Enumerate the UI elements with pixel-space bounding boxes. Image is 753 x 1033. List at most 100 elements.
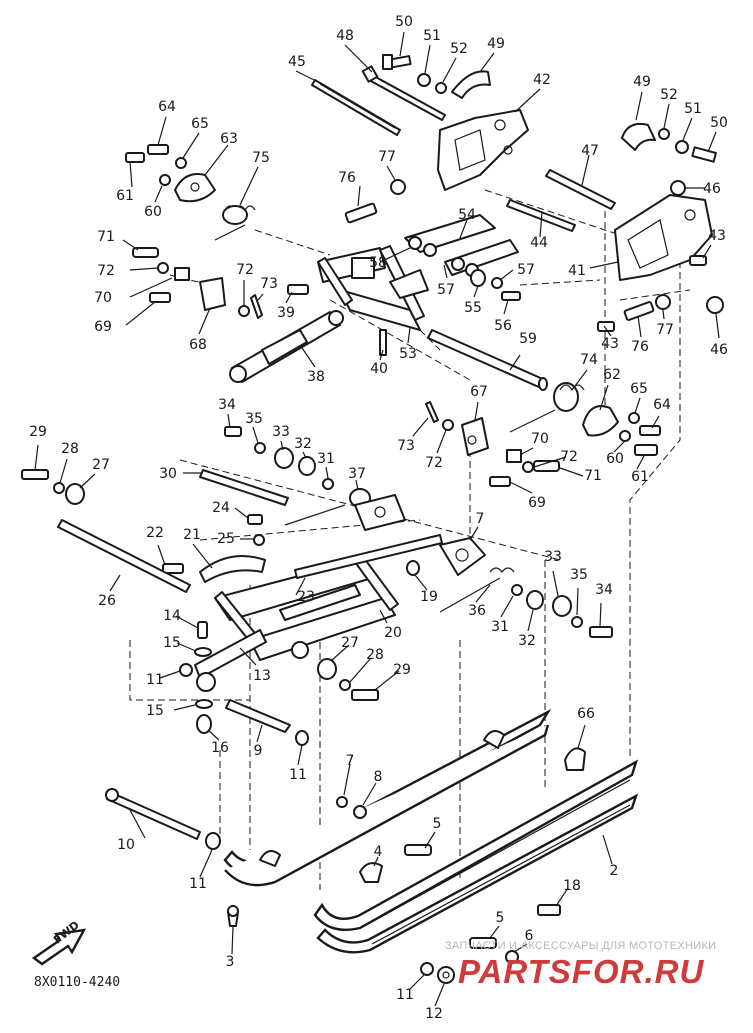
collar-33a <box>274 447 294 469</box>
washer-11d <box>420 962 434 976</box>
callout-34-right: 34 <box>595 582 613 598</box>
callout-35-right: 35 <box>570 567 588 583</box>
pin-73a <box>250 294 263 319</box>
front-arm-20 <box>214 557 399 661</box>
callout-16: 16 <box>211 740 229 756</box>
rocker-arm-frame <box>317 245 429 331</box>
callout-41: 41 <box>568 263 586 279</box>
rear-arm-bracket-41 <box>614 194 713 281</box>
callout-22: 22 <box>146 525 164 541</box>
bolt-61a <box>125 152 145 163</box>
callout-6: 6 <box>524 928 534 944</box>
callout-52-right: 52 <box>660 87 678 103</box>
callout-50-right: 50 <box>710 115 728 131</box>
callout-7: 7 <box>475 511 485 527</box>
callout-34: 34 <box>218 397 236 413</box>
stopper-49a <box>451 70 491 99</box>
bolt-50b <box>691 146 717 163</box>
bolt-24 <box>247 514 263 525</box>
callout-76-lower: 76 <box>631 339 649 355</box>
bolt-69a <box>149 292 171 303</box>
callout-75: 75 <box>252 150 270 166</box>
bolt-69b <box>489 476 511 487</box>
spindle-7a <box>439 537 486 576</box>
washer-31b <box>511 584 523 596</box>
collar-32a <box>298 456 316 476</box>
callout-43-lower: 43 <box>601 336 619 352</box>
callout-18: 18 <box>563 878 581 894</box>
front-link-13 <box>194 629 267 692</box>
callout-38: 38 <box>307 369 325 385</box>
washer-11b <box>295 730 309 746</box>
callout-37: 37 <box>348 466 366 482</box>
callout-66: 66 <box>577 706 595 722</box>
shaft-44 <box>506 199 576 232</box>
washer-15b <box>195 699 213 709</box>
nut-35a <box>254 442 266 454</box>
callout-57: 57 <box>437 282 455 298</box>
spring-36 <box>439 567 515 613</box>
collar-55 <box>470 269 486 287</box>
torsion-spring-74 <box>509 382 585 433</box>
callout-63: 63 <box>220 131 238 147</box>
callout-67: 67 <box>470 384 488 400</box>
washer-31a <box>322 478 334 490</box>
bolt-56 <box>501 291 521 301</box>
callout-42: 42 <box>533 72 551 88</box>
bolt-39 <box>287 284 309 295</box>
callout-29: 29 <box>29 424 47 440</box>
callout-11-mid: 11 <box>289 767 307 783</box>
nut-57 <box>491 277 503 289</box>
plate-21 <box>199 555 266 583</box>
callout-59: 59 <box>519 331 537 347</box>
bolt-61b <box>634 444 658 456</box>
callout-31-right: 31 <box>491 619 509 635</box>
callout-2: 2 <box>609 863 619 879</box>
callout-27-right: 27 <box>341 635 359 651</box>
callout-72-right: 72 <box>425 455 443 471</box>
bolt-76a <box>344 202 378 224</box>
nut-8 <box>353 805 367 819</box>
callout-15: 15 <box>163 635 181 651</box>
bolt-43a <box>689 255 707 266</box>
callout-20: 20 <box>384 625 402 641</box>
slide-rail-right <box>313 759 639 954</box>
callout-39: 39 <box>277 305 295 321</box>
callout-9: 9 <box>253 743 263 759</box>
callout-30: 30 <box>159 466 177 482</box>
callout-29-right: 29 <box>393 662 411 678</box>
leader-lines <box>34 31 720 1007</box>
callout-69: 69 <box>94 319 112 335</box>
callout-11: 11 <box>146 672 164 688</box>
callout-57-right: 57 <box>517 262 535 278</box>
callout-21: 21 <box>183 527 201 543</box>
stopper-49b <box>621 122 656 151</box>
callout-46-lower: 46 <box>710 342 728 358</box>
washer-72c <box>442 419 454 431</box>
callout-60-right: 60 <box>606 451 624 467</box>
callout-5: 5 <box>432 816 442 832</box>
callout-65-right: 65 <box>630 381 648 397</box>
watermark-tagline: ЗАПЧАСТИ И АКСЕССУАРЫ ДЛЯ МОТОТЕХНИКИ <box>445 940 717 952</box>
bushing-16 <box>196 714 212 734</box>
callout-73: 73 <box>260 276 278 292</box>
callout-40: 40 <box>370 361 388 377</box>
callout-71-right: 71 <box>584 468 602 484</box>
cap-46b <box>706 296 724 314</box>
washer-72b <box>238 305 250 317</box>
bolt-64b <box>639 425 661 436</box>
collar-27a <box>65 483 85 505</box>
callout-10: 10 <box>117 837 135 853</box>
spring-75 <box>214 205 256 241</box>
washer-60b <box>619 430 631 442</box>
callout-77-lower: 77 <box>656 322 674 338</box>
callout-11-left: 11 <box>189 876 207 892</box>
nut-25 <box>253 534 265 546</box>
callout-47: 47 <box>581 143 599 159</box>
callout-32-right: 32 <box>518 633 536 649</box>
callout-72-far-right: 72 <box>560 449 578 465</box>
pin-40 <box>379 329 387 356</box>
callout-28-right: 28 <box>366 647 384 663</box>
shaft-45 <box>311 79 401 136</box>
